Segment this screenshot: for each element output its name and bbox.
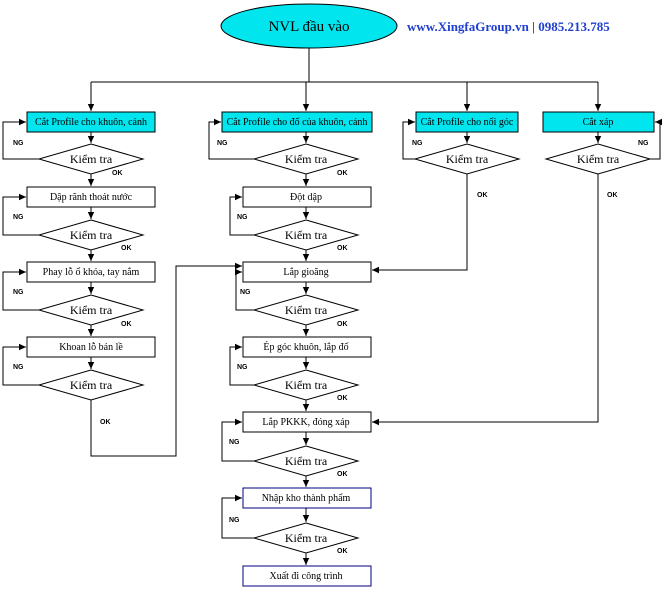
check-label: Kiểm tra	[577, 152, 620, 166]
ng-loop	[2, 193, 39, 236]
check-label: Kiểm tra	[285, 378, 328, 392]
ng-loop	[229, 343, 254, 386]
box-label: Đột dập	[290, 192, 322, 203]
box-ep-goc	[242, 336, 372, 358]
start-node-label: NVL đầu vào	[268, 19, 349, 35]
ng-label: NG	[240, 289, 251, 296]
check-label: Kiểm tra	[70, 378, 113, 392]
ng-loop	[221, 494, 254, 539]
ng-loop	[2, 268, 39, 311]
ok-label: OK	[112, 170, 123, 177]
ng-label: NG	[13, 289, 24, 296]
website-banner: www.XingfaGroup.vn | 0985.213.785	[407, 19, 610, 34]
check-label: Kiểm tra	[70, 303, 113, 317]
box-label: Xuất đi công trình	[269, 571, 342, 582]
box-xuat-di	[242, 565, 372, 587]
ok-label: OK	[337, 170, 348, 177]
box-nhap-kho	[242, 487, 372, 509]
ok-label: OK	[607, 192, 618, 199]
ng-label: NG	[217, 140, 228, 147]
ng-loop	[235, 268, 254, 311]
ok-label: OK	[337, 245, 348, 252]
ng-loop	[650, 118, 662, 160]
ok-label: OK	[337, 548, 348, 555]
box-label: Dập rãnh thoát nước	[50, 192, 133, 203]
ok-label: OK	[337, 395, 348, 402]
ng-label: NG	[13, 214, 24, 221]
box-label: Khoan lỗ bản lề	[59, 342, 123, 353]
check-label: Kiểm tra	[285, 531, 328, 545]
connector	[372, 174, 468, 274]
connector	[90, 262, 242, 457]
box-label: Nhập kho thành phẩm	[262, 493, 351, 504]
ok-label: OK	[337, 321, 348, 328]
ok-label: OK	[100, 419, 111, 426]
ok-label: OK	[121, 245, 132, 252]
ng-label: NG	[229, 439, 240, 446]
box-label: Cắt Profile cho khuôn, cánh	[35, 117, 147, 128]
ng-loop	[2, 343, 39, 386]
ng-label: NG	[13, 364, 24, 371]
box-label: Cắt xáp	[583, 117, 614, 128]
check-label: Kiểm tra	[285, 454, 328, 468]
box-lap-pkkk	[242, 411, 372, 433]
ng-loop	[2, 118, 39, 160]
box-label: Ép góc khuôn, lắp đố	[263, 341, 348, 353]
ng-label: NG	[237, 364, 248, 371]
box-label: Lắp gioăng	[283, 267, 328, 278]
ng-label: NG	[412, 140, 423, 147]
ng-label: NG	[13, 140, 24, 147]
box-label: Phay lỗ ổ khóa, tay nắm	[43, 267, 140, 278]
check-label: Kiểm tra	[446, 152, 489, 166]
ok-label: OK	[121, 321, 132, 328]
check-label: Kiểm tra	[70, 152, 113, 166]
check-label: Kiểm tra	[285, 152, 328, 166]
box-lap-gioang	[242, 261, 372, 283]
ng-label: NG	[638, 140, 649, 147]
box-cat-profile-do	[221, 111, 373, 133]
ok-label: OK	[337, 471, 348, 478]
ng-label: NG	[229, 517, 240, 524]
check-label: Kiểm tra	[285, 228, 328, 242]
ng-loop	[208, 118, 254, 160]
check-label: Kiểm tra	[285, 303, 328, 317]
ng-loop	[402, 118, 415, 160]
ng-label: NG	[237, 214, 248, 221]
connector	[372, 174, 599, 426]
box-label: Lắp PKKK, đóng xáp	[262, 417, 349, 428]
box-label: Cắt Profile cho nối góc	[421, 117, 514, 128]
ok-label: OK	[477, 192, 488, 199]
check-label: Kiểm tra	[70, 228, 113, 242]
ng-loop	[221, 418, 254, 462]
ng-loop	[229, 193, 254, 236]
box-dot-dap	[242, 186, 372, 208]
box-label: Cắt Profile cho đố của khuôn, cánh	[227, 117, 368, 128]
